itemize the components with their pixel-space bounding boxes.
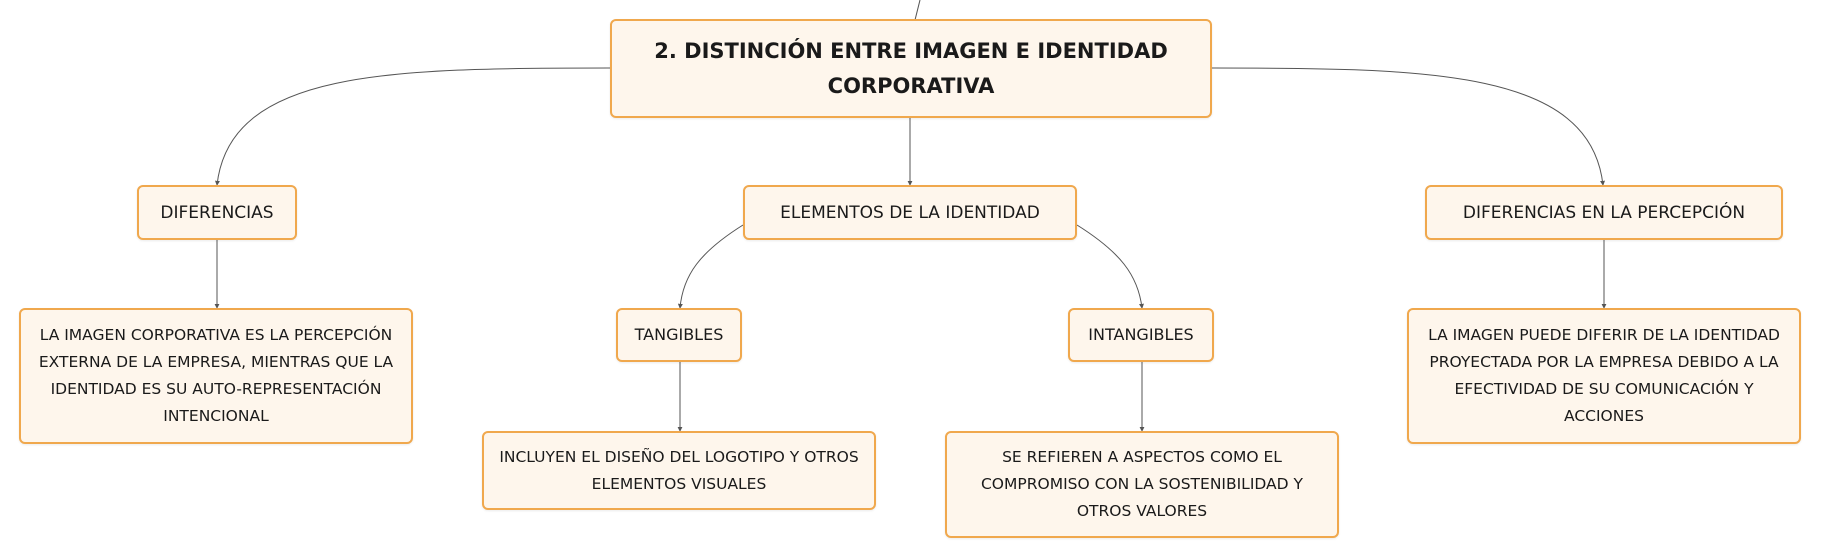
node-diferencias-label: DIFERENCIAS <box>160 202 274 223</box>
node-intangibles-detail-text: SE REFIEREN A ASPECTOS COMO EL COMPROMIS… <box>980 448 1303 520</box>
node-diferencias-detail[interactable]: LA IMAGEN CORPORATIVA ES LA PERCEPCIÓN E… <box>19 308 413 444</box>
node-tangibles[interactable]: TANGIBLES <box>616 308 742 362</box>
node-diferencias-percepcion-label: DIFERENCIAS EN LA PERCEPCIÓN <box>1462 202 1746 223</box>
node-elementos-identidad-label: ELEMENTOS DE LA IDENTIDAD <box>780 202 1040 223</box>
node-diferencias-detail-text: LA IMAGEN CORPORATIVA ES LA PERCEPCIÓN E… <box>38 326 394 425</box>
connector-root-to-diferencias <box>214 67 611 186</box>
node-intangibles-detail[interactable]: SE REFIEREN A ASPECTOS COMO EL COMPROMIS… <box>945 431 1339 538</box>
connector-root-to-percepcion <box>1211 67 1606 186</box>
node-intangibles[interactable]: INTANGIBLES <box>1068 308 1214 362</box>
node-tangibles-detail-text: INCLUYEN EL DISEÑO DEL LOGOTIPO Y OTROS … <box>499 447 859 493</box>
node-tangibles-detail[interactable]: INCLUYEN EL DISEÑO DEL LOGOTIPO Y OTROS … <box>482 431 876 510</box>
node-percepcion-detail-text: LA IMAGEN PUEDE DIFERIR DE LA IDENTIDAD … <box>1428 326 1780 425</box>
node-elementos-identidad[interactable]: ELEMENTOS DE LA IDENTIDAD <box>743 185 1077 240</box>
node-tangibles-label: TANGIBLES <box>634 325 724 344</box>
root-node-label: 2. DISTINCIÓN ENTRE IMAGEN E IDENTIDAD C… <box>654 38 1168 98</box>
connector-elementos-to-intangibles <box>1076 224 1144 309</box>
connector-parent-to-root <box>914 0 921 21</box>
node-percepcion-detail[interactable]: LA IMAGEN PUEDE DIFERIR DE LA IDENTIDAD … <box>1407 308 1801 444</box>
root-node[interactable]: 2. DISTINCIÓN ENTRE IMAGEN E IDENTIDAD C… <box>610 19 1212 118</box>
node-intangibles-label: INTANGIBLES <box>1088 325 1194 344</box>
node-diferencias[interactable]: DIFERENCIAS <box>137 185 297 240</box>
connector-elementos-to-tangibles <box>677 224 744 309</box>
node-diferencias-percepcion[interactable]: DIFERENCIAS EN LA PERCEPCIÓN <box>1425 185 1783 240</box>
